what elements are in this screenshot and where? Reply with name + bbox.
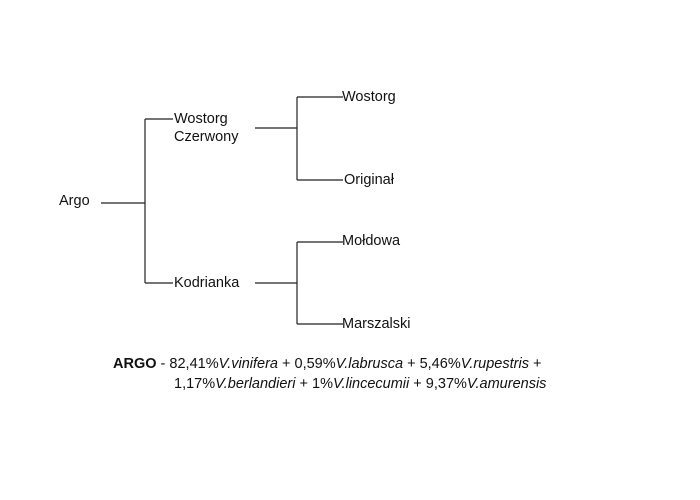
composition-percent-5: 1%	[312, 376, 333, 392]
composition-species-2: V.labrusca	[335, 356, 404, 372]
composition-line1: ARGO - 82,41%V.vinifera + 0,59%V.labrusc…	[113, 356, 542, 372]
composition-species-3: V.rupestris	[460, 356, 529, 372]
composition-species-1: V.vinifera	[218, 356, 278, 372]
composition-percent-1: 82,41%	[169, 356, 219, 372]
composition-species-5: V.lincecumii	[332, 376, 410, 392]
node-marszalski: Marszalski	[342, 316, 411, 332]
composition-percent-2: 0,59%	[294, 356, 336, 372]
node-wostorg: Wostorg	[342, 89, 396, 105]
node-argo: Argo	[59, 193, 90, 209]
composition-line2: 1,17%V.berlandieri + 1%V.lincecumii + 9,…	[174, 376, 547, 392]
node-wostorg-czerwony: Wostorg Czerwony	[174, 110, 238, 146]
composition-separator: -	[160, 356, 166, 372]
node-original: Originał	[344, 172, 394, 188]
composition-percent-6: 9,37%	[425, 376, 467, 392]
node-kodrianka: Kodrianka	[174, 275, 240, 291]
composition-percent-4: 1,17%	[174, 376, 216, 392]
composition-species-6: V.amurensis	[466, 376, 547, 392]
composition-species-4: V.berlandieri	[215, 376, 296, 392]
node-moldowa: Mołdowa	[342, 233, 401, 249]
node-wostorg-czerwony-line2: Czerwony	[174, 129, 239, 145]
composition-percent-3: 5,46%	[419, 356, 461, 372]
composition-cultivar: ARGO	[113, 356, 157, 372]
node-wostorg-czerwony-line1: Wostorg	[174, 111, 228, 127]
